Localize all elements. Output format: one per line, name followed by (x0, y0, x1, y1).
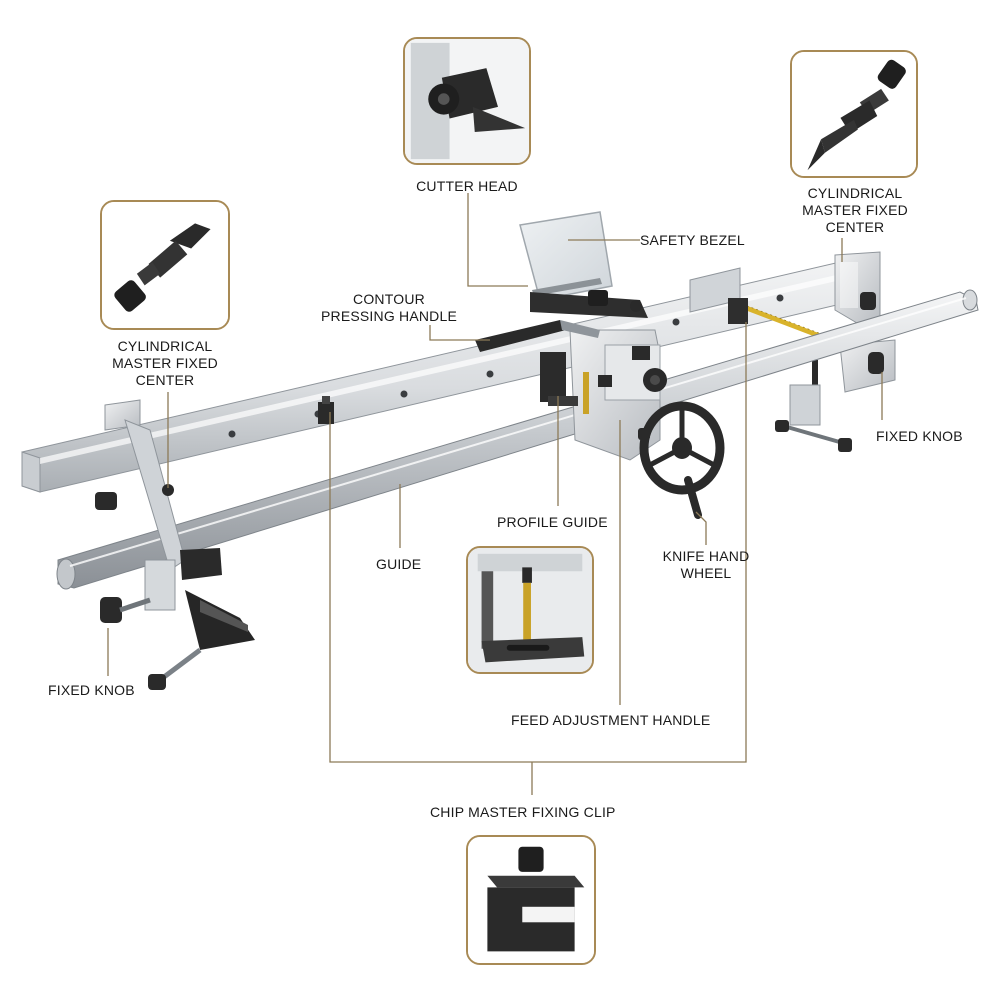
profile-guide-inset (466, 546, 594, 674)
right-center-inset (790, 50, 918, 178)
contour-pressing-handle (475, 320, 600, 352)
carriage-block (569, 329, 667, 461)
right-end-bracket (775, 251, 896, 452)
tool-rest (530, 290, 648, 318)
label-cylindrical-center-left: CYLINDRICAL MASTER FIXED CENTER (112, 338, 218, 388)
label-profile-guide: PROFILE GUIDE (497, 514, 608, 530)
profile-guide-icon (468, 548, 592, 672)
left-center-inset (100, 200, 230, 330)
knife-hand-wheel (639, 401, 725, 519)
label-fixed-knob-right: FIXED KNOB (876, 428, 963, 444)
label-fixed-knob-left: FIXED KNOB (48, 682, 135, 698)
label-contour-pressing-handle: CONTOUR PRESSING HANDLE (320, 291, 458, 324)
label-guide: GUIDE (376, 556, 422, 572)
cross-slide (689, 267, 748, 324)
profile-guide (540, 352, 589, 414)
label-knife-hand-wheel: KNIFE HAND WHEEL (662, 548, 750, 581)
live-center-icon (792, 52, 916, 176)
cutter-head-inset (403, 37, 531, 165)
label-chip-master-fixing-clip: CHIP MASTER FIXING CLIP (430, 804, 616, 820)
guide-rod (56, 289, 979, 590)
label-cylindrical-center-right: CYLINDRICAL MASTER FIXED CENTER (802, 185, 908, 235)
cutter-head-icon (405, 39, 529, 163)
label-feed-adjustment-handle: FEED ADJUSTMENT HANDLE (511, 712, 711, 728)
fixing-clip-icon (468, 837, 594, 963)
fixing-clip-inset (466, 835, 596, 965)
label-cutter-head: CUTTER HEAD (416, 178, 518, 194)
live-center-icon (102, 202, 228, 328)
label-safety-bezel: SAFETY BEZEL (640, 232, 745, 248)
leader-lines (107, 193, 883, 795)
left-end-assembly (95, 399, 255, 690)
safety-bezel (519, 211, 613, 301)
